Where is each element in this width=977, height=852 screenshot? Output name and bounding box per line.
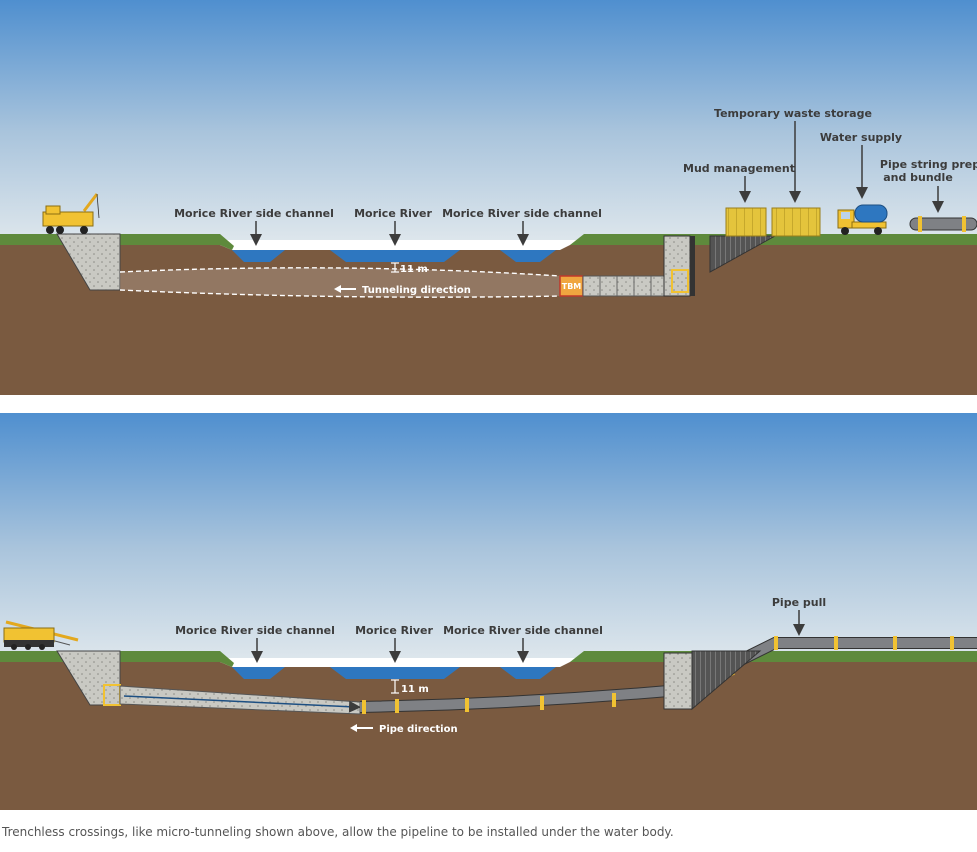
top-tunnel-envelope bbox=[120, 267, 560, 298]
label-pipe-prep-line2: and bundle bbox=[883, 171, 953, 184]
top-panel: TBM 11 m Tunneling direction bbox=[0, 0, 977, 395]
top-pipe-train bbox=[582, 275, 666, 297]
bottom-label-side-channel-right: Morice River side channel bbox=[443, 624, 603, 637]
jacking-frame bbox=[671, 269, 689, 293]
crane-truck bbox=[42, 193, 100, 234]
bottom-excavation-slope bbox=[691, 650, 762, 711]
bottom-depth-label: 11 m bbox=[401, 684, 429, 695]
top-ground bbox=[0, 245, 977, 395]
top-water-side-channel-right bbox=[500, 250, 556, 262]
top-water-side-channel-left bbox=[232, 250, 285, 262]
bottom-sky bbox=[0, 413, 977, 658]
bottom-water-river bbox=[330, 667, 460, 679]
figure-caption: Trenchless crossings, like micro-tunneli… bbox=[2, 825, 674, 839]
pipe-direction-label: Pipe direction bbox=[379, 724, 458, 735]
top-depth-label: 11 m bbox=[400, 264, 428, 275]
bottom-water-side-channel-right bbox=[500, 667, 556, 679]
top-pipe-string bbox=[909, 216, 977, 232]
side-boom-equipment bbox=[3, 620, 79, 650]
top-sky bbox=[0, 0, 977, 240]
bottom-tunnel bbox=[119, 685, 361, 715]
label-waste-storage: Temporary waste storage bbox=[714, 107, 872, 120]
bottom-water-side-channel-left bbox=[232, 667, 285, 679]
bottom-panel: 11 m Pipe direction Morice River side ch… bbox=[0, 413, 977, 810]
tbm-label: TBM bbox=[562, 282, 582, 291]
waste-bin-2 bbox=[771, 207, 821, 237]
label-pipe-prep-line1: Pipe string prep bbox=[880, 158, 977, 171]
top-right-shaft bbox=[663, 235, 691, 297]
tunneling-direction-label: Tunneling direction bbox=[362, 285, 471, 296]
top-label-side-channel-right: Morice River side channel bbox=[442, 207, 602, 220]
bottom-label-river: Morice River bbox=[355, 624, 433, 637]
label-mud-management: Mud management bbox=[683, 162, 795, 175]
waste-bin-1 bbox=[725, 207, 767, 237]
top-label-river: Morice River bbox=[354, 207, 432, 220]
top-label-side-channel-left: Morice River side channel bbox=[174, 207, 334, 220]
label-water-supply: Water supply bbox=[820, 131, 902, 144]
bottom-right-shaft bbox=[663, 652, 693, 710]
top-water-river bbox=[330, 250, 460, 262]
bottom-label-side-channel-left: Morice River side channel bbox=[175, 624, 335, 637]
water-truck bbox=[837, 204, 888, 235]
bottom-ground bbox=[0, 662, 977, 810]
label-pipe-pull: Pipe pull bbox=[772, 596, 826, 609]
